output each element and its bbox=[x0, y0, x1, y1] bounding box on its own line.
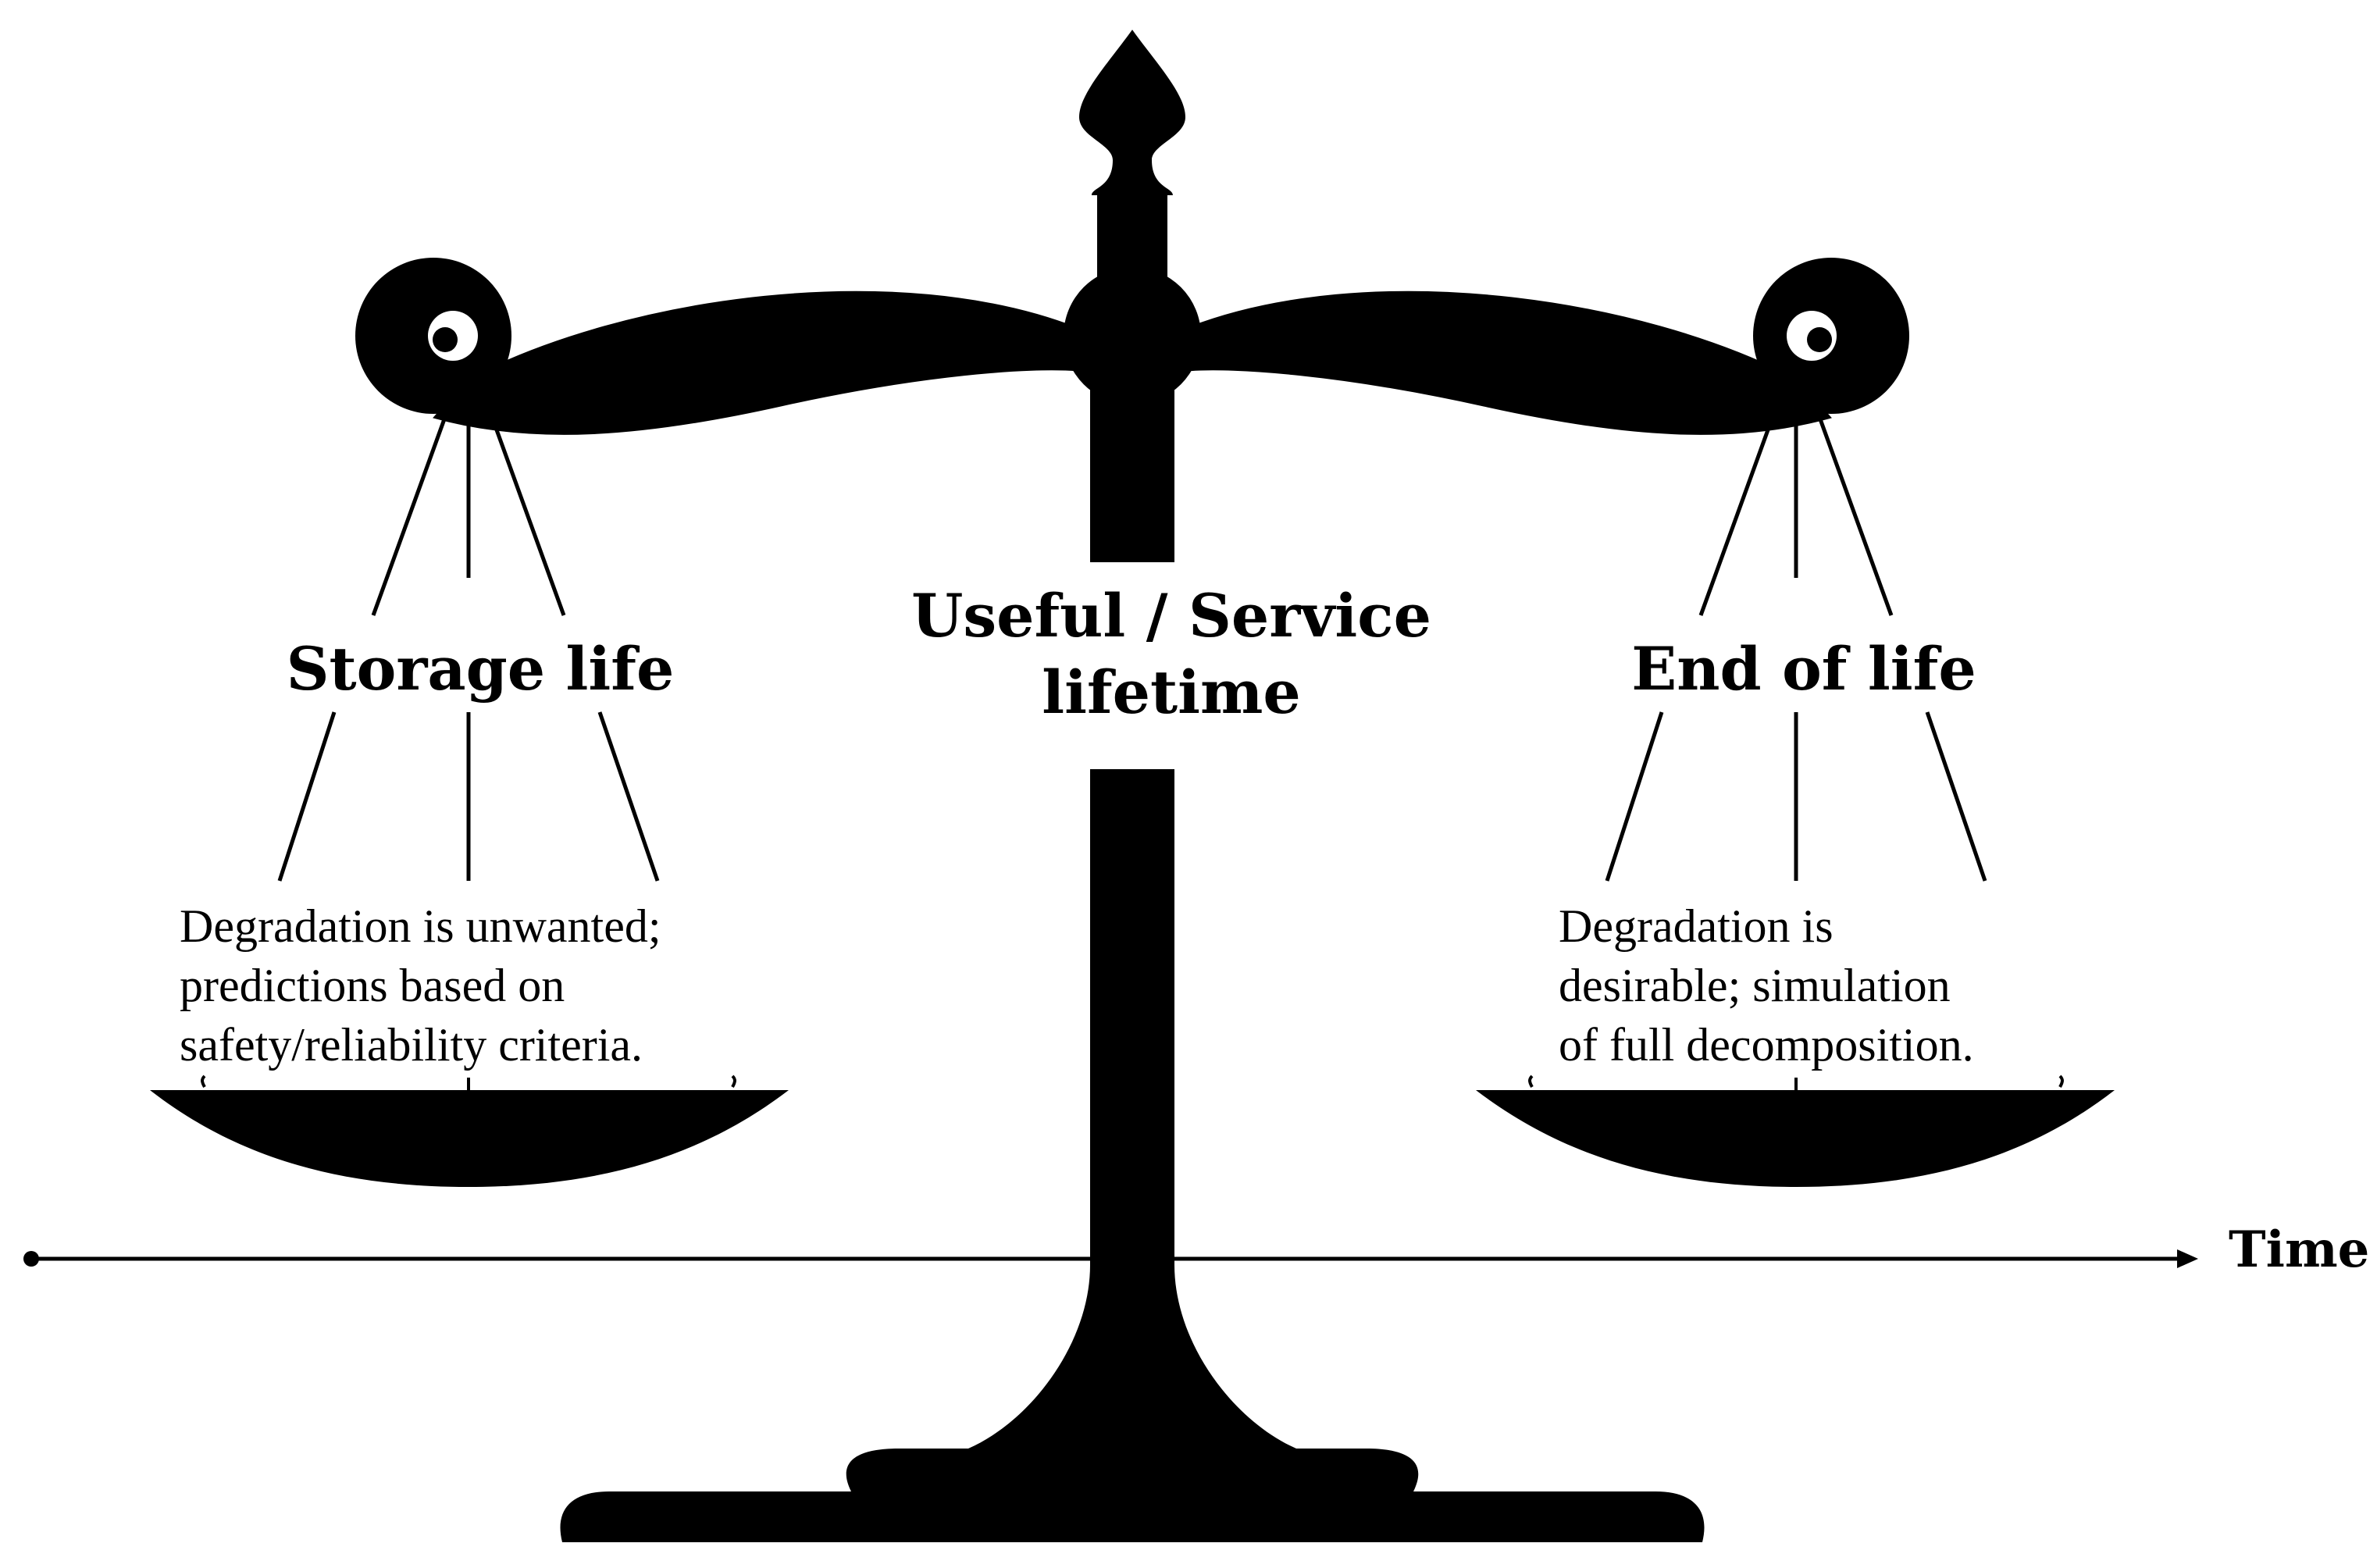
right-pan bbox=[1476, 1090, 2115, 1187]
end-of-life-description-line: of full decomposition. bbox=[1559, 1019, 1974, 1071]
storage-life-description: Degradation is unwanted; predictions bas… bbox=[180, 896, 661, 1074]
storage-life-description-line: safety/reliability criteria. bbox=[180, 1019, 643, 1071]
left-pan bbox=[150, 1090, 789, 1187]
end-of-life-label: End of life bbox=[1631, 634, 1976, 704]
scale-neck bbox=[1097, 194, 1167, 278]
scale-column-lower bbox=[968, 769, 1296, 1449]
useful-service-lifetime-label: Useful / Service lifetime bbox=[867, 578, 1476, 731]
storage-life-description-line: Degradation is unwanted; bbox=[180, 900, 661, 952]
scale-base bbox=[560, 1449, 1705, 1542]
end-of-life-description-line: Degradation is bbox=[1559, 900, 1834, 952]
storage-life-description-line: predictions based on bbox=[180, 960, 565, 1011]
storage-life-label: Storage life bbox=[286, 634, 675, 704]
center-label-line-2: lifetime bbox=[1042, 657, 1301, 727]
time-axis-arrow-icon bbox=[2177, 1249, 2198, 1268]
time-axis-label: Time bbox=[2229, 1221, 2370, 1279]
end-of-life-description-line: desirable; simulation bbox=[1559, 960, 1951, 1011]
center-label-line-1: Useful / Service bbox=[911, 581, 1431, 650]
finial-icon bbox=[1079, 30, 1185, 195]
right-pan-strings bbox=[1605, 362, 1987, 882]
left-pan-strings bbox=[277, 362, 660, 882]
scale-column-upper bbox=[1090, 359, 1174, 562]
end-of-life-description: Degradation is desirable; simulation of … bbox=[1559, 896, 1974, 1074]
